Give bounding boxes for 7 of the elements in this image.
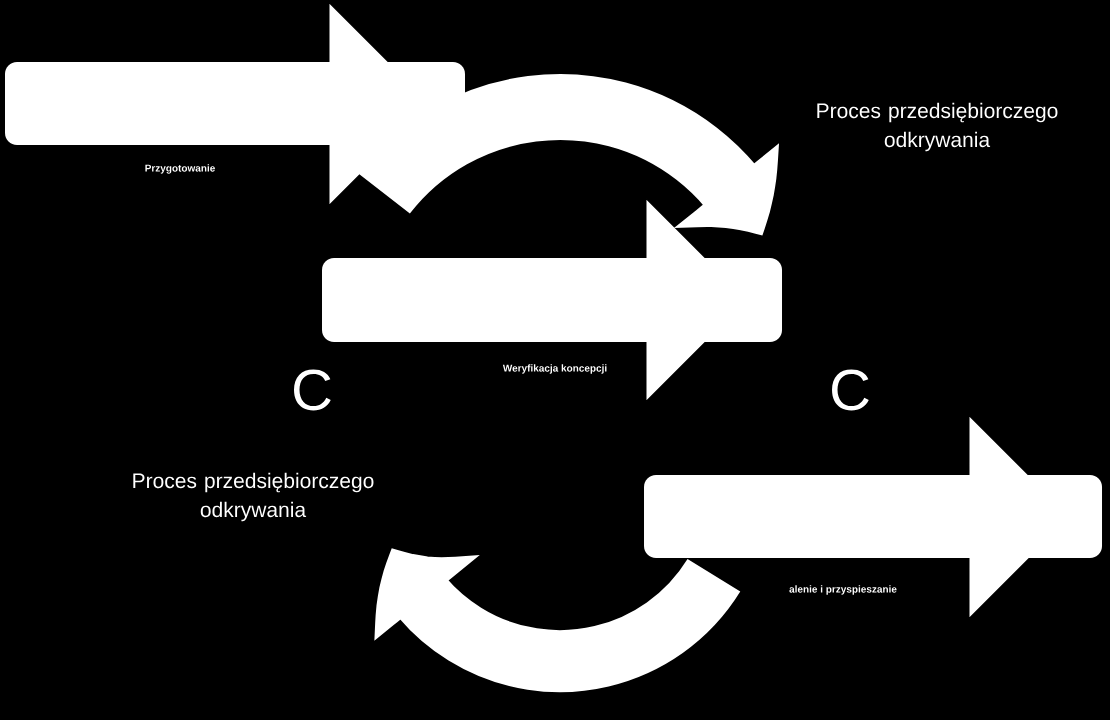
stage-letter: C [832, 369, 869, 411]
arrow-caption: Weryfikacja koncepcji [502, 364, 607, 374]
arrow-caption: alenie i przyspieszanie [789, 585, 897, 595]
process-label: Proces przedsiębiorczego odkrywania [817, 102, 1058, 152]
stage-letter: C [294, 369, 331, 411]
process-label: Proces przedsiębiorczego odkrywania [133, 472, 374, 522]
arrow-caption: Przygotowanie [145, 164, 215, 174]
